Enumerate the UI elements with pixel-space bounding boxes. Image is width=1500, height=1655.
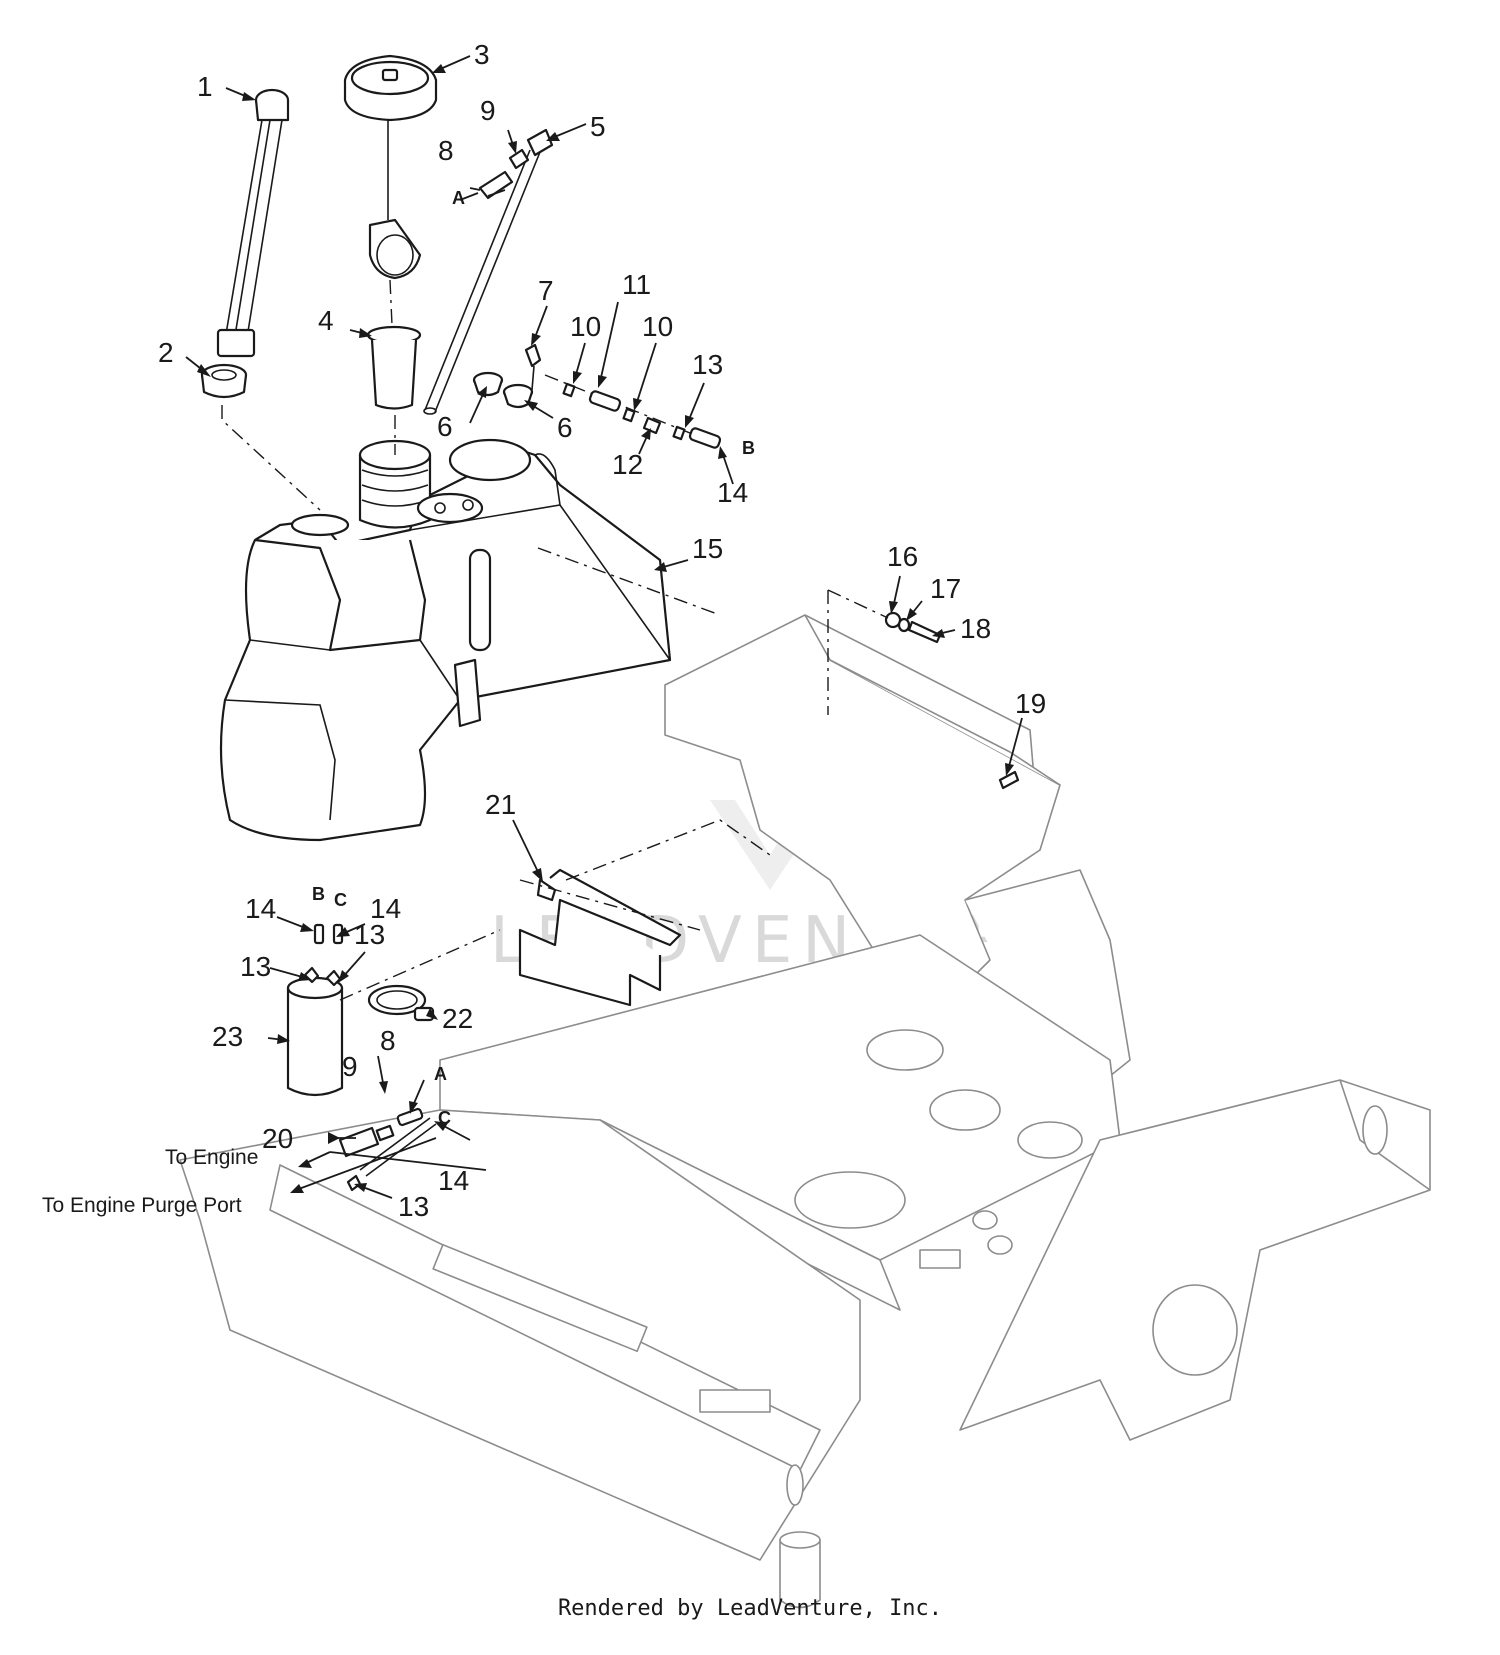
mower-frame (179, 614, 1431, 1609)
callout-3: 3 (474, 39, 490, 70)
callout-11: 11 (622, 269, 651, 300)
callout-6b: 6 (557, 412, 573, 443)
callout-10a: 10 (570, 311, 601, 342)
mount-hardware (884, 611, 1020, 790)
ref-c-upper: C (334, 890, 347, 910)
callout-15: 15 (692, 533, 723, 564)
callout-10b: 10 (642, 311, 673, 342)
callout-13b: 13 (354, 919, 385, 950)
callout-1: 1 (197, 71, 213, 102)
callout-8a: 8 (438, 135, 454, 166)
callout-6a: 6 (437, 411, 453, 442)
fuel-sender-part (216, 88, 290, 358)
callout-16: 16 (887, 541, 918, 572)
filter-bracket (518, 868, 682, 1007)
callout-9a: 9 (480, 95, 496, 126)
callout-18: 18 (960, 613, 991, 644)
callout-13c: 13 (240, 951, 271, 982)
callout-14b: 14 (245, 893, 276, 924)
connection-refs: A A B B C C (312, 188, 755, 1128)
grommet-part (200, 363, 248, 399)
ref-c-lower: C (438, 1108, 451, 1128)
ref-b-upper: B (742, 438, 755, 458)
grommets-6 (472, 371, 534, 409)
callout-2: 2 (158, 337, 174, 368)
callout-13d: 13 (398, 1191, 429, 1222)
callout-22: 22 (442, 1003, 473, 1034)
label-to-engine-purge-port: To Engine Purge Port (42, 1194, 242, 1217)
alignment-lines (221, 279, 889, 1001)
callout-7: 7 (538, 275, 554, 306)
footer-credit: Rendered by LeadVenture, Inc. (557, 1596, 943, 1621)
upper-hose-assembly (478, 148, 530, 200)
callout-17: 17 (930, 573, 961, 604)
strainer-part (366, 325, 422, 410)
callout-14d: 14 (438, 1165, 469, 1196)
label-to-engine: To Engine (165, 1146, 258, 1169)
fuel-filter-assembly (286, 923, 437, 1192)
ref-b-lower: B (312, 884, 325, 904)
callout-5: 5 (590, 111, 606, 142)
callout-14a: 14 (717, 477, 748, 508)
vent-valve-part (423, 128, 554, 415)
callout-12: 12 (612, 449, 643, 480)
callout-13a: 13 (692, 349, 723, 380)
callout-20: 20 (262, 1123, 293, 1154)
ref-a-upper: A (452, 188, 465, 208)
ref-a-lower: A (434, 1064, 447, 1084)
callout-21: 21 (485, 789, 516, 820)
callout-19: 19 (1015, 688, 1046, 719)
fuel-cap-part (343, 54, 438, 280)
leader-arrows (185, 55, 1023, 1199)
rollover-valve-line (524, 343, 722, 449)
callout-numbers: 1 2 3 4 5 6 6 7 8 8 9 9 10 10 11 12 13 1… (158, 39, 1046, 1222)
callout-4: 4 (318, 305, 334, 336)
callout-23: 23 (212, 1021, 243, 1052)
callout-14c: 14 (370, 893, 401, 924)
callout-9b: 9 (342, 1051, 358, 1082)
fuel-tank (219, 438, 672, 842)
callout-8b: 8 (380, 1025, 396, 1056)
